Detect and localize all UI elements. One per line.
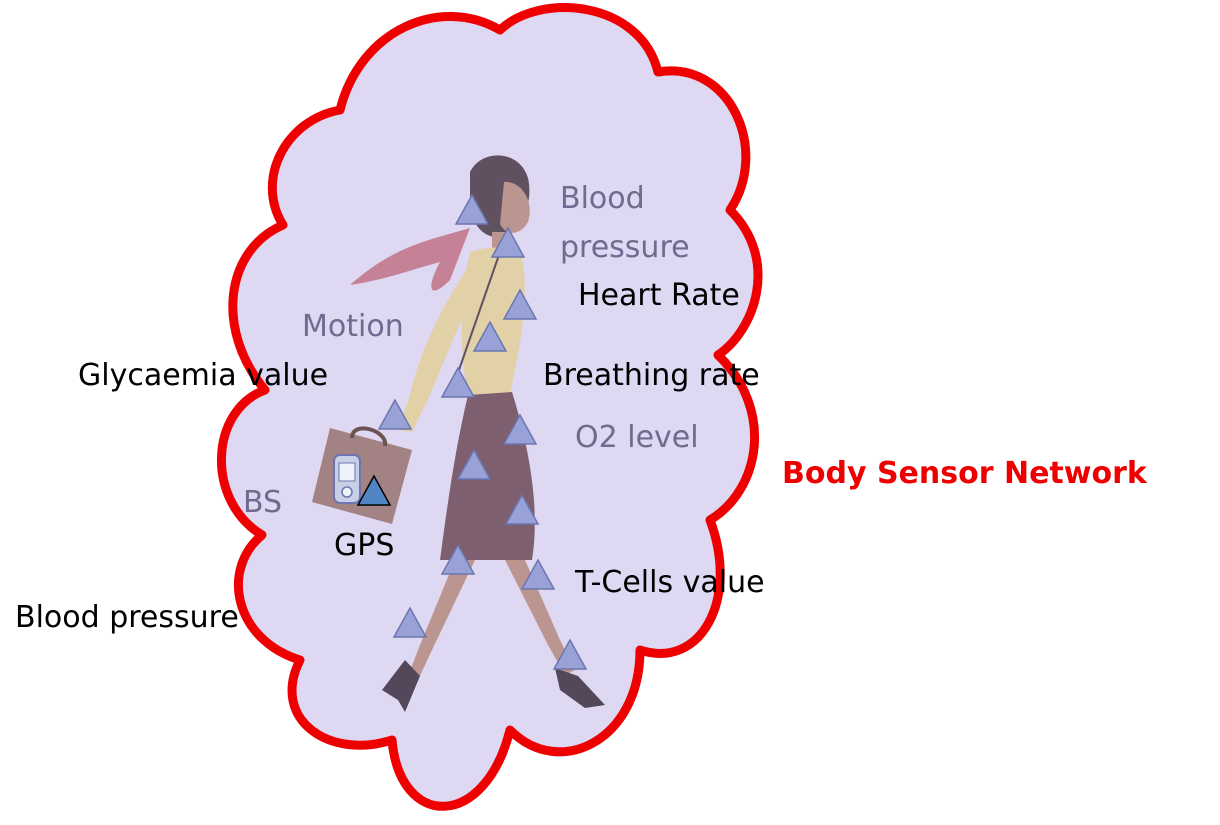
label-glycaemia-value: Glycaemia value — [78, 358, 328, 393]
label-blood-pressure-head: Blood — [560, 181, 645, 216]
diagram-title: Body Sensor Network — [782, 456, 1148, 491]
label-heart-rate: Heart Rate — [578, 278, 740, 313]
label-breathing-rate: Breathing rate — [543, 358, 760, 393]
label-motion: Motion — [302, 309, 404, 344]
label-t-cells-value: T-Cells value — [574, 565, 765, 600]
label-bs: BS — [243, 485, 282, 520]
handheld-device-icon — [334, 455, 360, 503]
label-gps: GPS — [334, 528, 394, 563]
label-blood-pressure-head-2: pressure — [560, 230, 690, 265]
label-o2-level: O2 level — [575, 420, 699, 455]
label-blood-pressure-arm: Blood pressure — [15, 600, 239, 635]
